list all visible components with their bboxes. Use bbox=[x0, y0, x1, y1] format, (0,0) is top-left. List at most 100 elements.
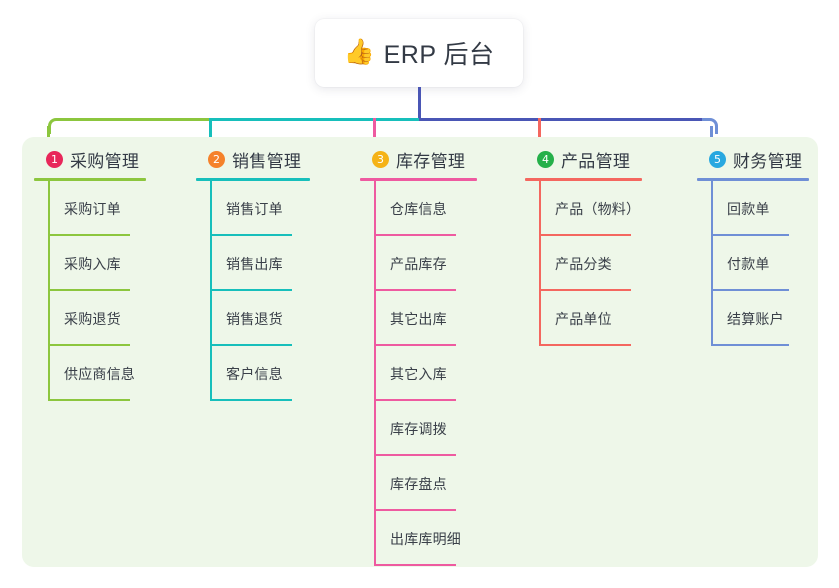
leaf-item[interactable]: 付款单 bbox=[697, 236, 809, 291]
leaf-underline bbox=[539, 289, 631, 291]
leaf-item[interactable]: 销售退货 bbox=[196, 291, 310, 346]
leaf-item[interactable]: 销售出库 bbox=[196, 236, 310, 291]
leaf-item[interactable]: 产品（物料） bbox=[525, 181, 642, 236]
leaf-item[interactable]: 客户信息 bbox=[196, 346, 310, 401]
leaf-item[interactable]: 回款单 bbox=[697, 181, 809, 236]
leaf-item[interactable]: 出库库明细 bbox=[360, 511, 477, 566]
leaf-item[interactable]: 产品库存 bbox=[360, 236, 477, 291]
leaf-item[interactable]: 库存调拨 bbox=[360, 401, 477, 456]
leaf-label: 供应商信息 bbox=[64, 366, 135, 382]
leaf-label: 销售订单 bbox=[226, 201, 283, 217]
root-node[interactable]: 👍 ERP 后台 bbox=[315, 19, 523, 87]
leaf-label: 付款单 bbox=[727, 256, 770, 272]
leaf-underline bbox=[48, 344, 130, 346]
branch-underline bbox=[697, 178, 809, 181]
leaf-label: 产品单位 bbox=[555, 311, 612, 327]
bus-drop-3 bbox=[373, 118, 376, 151]
leaf-item[interactable]: 产品分类 bbox=[525, 236, 642, 291]
leaf-item[interactable]: 供应商信息 bbox=[34, 346, 146, 401]
leaf-item[interactable]: 采购订单 bbox=[34, 181, 146, 236]
branch-items: 销售订单销售出库销售退货客户信息 bbox=[196, 181, 310, 401]
leaf-underline bbox=[374, 289, 456, 291]
branch-number-badge: 5 bbox=[709, 150, 726, 168]
leaf-underline bbox=[48, 399, 130, 401]
branch-number-badge: 1 bbox=[46, 150, 63, 168]
leaf-label: 采购入库 bbox=[64, 256, 121, 272]
branch-column-4: 4 产品管理产品（物料） 产品分类产品单位 bbox=[525, 146, 642, 346]
branch-column-1: 1 采购管理采购订单采购入库采购退货供应商信息 bbox=[34, 146, 146, 401]
leaf-underline bbox=[48, 234, 130, 236]
leaf-underline bbox=[539, 234, 631, 236]
leaf-label: 结算账户 bbox=[727, 311, 784, 327]
thumbs-up-icon: 👍 bbox=[343, 37, 375, 66]
branch-column-5: 5 财务管理回款单付款单结算账户 bbox=[697, 146, 809, 346]
branch-spine bbox=[374, 181, 376, 566]
leaf-item[interactable]: 其它入库 bbox=[360, 346, 477, 401]
leaf-label: 采购订单 bbox=[64, 201, 121, 217]
branch-items: 仓库信息产品库存其它出库其它入库库存调拨库存盘点出库库明细 bbox=[360, 181, 477, 566]
branch-header-4[interactable]: 4 产品管理 bbox=[525, 146, 642, 172]
branch-items: 回款单付款单结算账户 bbox=[697, 181, 809, 346]
leaf-item[interactable]: 采购退货 bbox=[34, 291, 146, 346]
branch-items: 采购订单采购入库采购退货供应商信息 bbox=[34, 181, 146, 401]
branch-spine bbox=[711, 181, 713, 346]
root-trunk bbox=[418, 87, 421, 121]
branch-number-badge: 3 bbox=[372, 150, 389, 168]
leaf-item[interactable]: 仓库信息 bbox=[360, 181, 477, 236]
branch-spine bbox=[210, 181, 212, 401]
leaf-underline bbox=[374, 564, 456, 566]
branch-header-5[interactable]: 5 财务管理 bbox=[697, 146, 809, 172]
leaf-label: 库存调拨 bbox=[390, 421, 447, 437]
leaf-label: 采购退货 bbox=[64, 311, 121, 327]
leaf-underline bbox=[711, 344, 789, 346]
bus-segment-1 bbox=[56, 118, 210, 121]
leaf-underline bbox=[711, 234, 789, 236]
branch-number-badge: 2 bbox=[208, 150, 225, 168]
bus-drop-4 bbox=[538, 118, 541, 151]
branch-header-1[interactable]: 1 采购管理 bbox=[34, 146, 146, 172]
bus-segment-2 bbox=[210, 118, 419, 121]
branch-title: 采购管理 bbox=[70, 151, 140, 171]
branch-title: 产品管理 bbox=[561, 151, 631, 171]
leaf-label: 其它入库 bbox=[390, 366, 447, 382]
leaf-label: 销售退货 bbox=[226, 311, 283, 327]
branch-spine bbox=[48, 181, 50, 401]
leaf-label: 产品（物料） bbox=[555, 201, 641, 217]
leaf-underline bbox=[48, 289, 130, 291]
bus-segment-3 bbox=[419, 118, 703, 121]
branch-underline bbox=[196, 178, 310, 181]
branch-underline bbox=[360, 178, 477, 181]
leaf-underline bbox=[210, 344, 292, 346]
leaf-item[interactable]: 采购入库 bbox=[34, 236, 146, 291]
leaf-underline bbox=[374, 454, 456, 456]
branch-title: 库存管理 bbox=[396, 151, 466, 171]
leaf-label: 库存盘点 bbox=[390, 476, 447, 492]
leaf-item[interactable]: 销售订单 bbox=[196, 181, 310, 236]
branch-title: 财务管理 bbox=[733, 151, 803, 171]
branch-column-3: 3 库存管理仓库信息产品库存其它出库其它入库库存调拨库存盘点出库库明细 bbox=[360, 146, 477, 566]
leaf-label: 产品分类 bbox=[555, 256, 612, 272]
leaf-label: 其它出库 bbox=[390, 311, 447, 327]
leaf-item[interactable]: 结算账户 bbox=[697, 291, 809, 346]
leaf-label: 产品库存 bbox=[390, 256, 447, 272]
branch-number-badge: 4 bbox=[537, 150, 554, 168]
leaf-underline bbox=[539, 344, 631, 346]
leaf-label: 销售出库 bbox=[226, 256, 283, 272]
leaf-label: 回款单 bbox=[727, 201, 770, 217]
leaf-underline bbox=[374, 399, 456, 401]
branch-header-3[interactable]: 3 库存管理 bbox=[360, 146, 477, 172]
leaf-label: 客户信息 bbox=[226, 366, 283, 382]
leaf-item[interactable]: 库存盘点 bbox=[360, 456, 477, 511]
leaf-label: 出库库明细 bbox=[390, 531, 461, 547]
leaf-underline bbox=[210, 399, 292, 401]
bus-elbow-left bbox=[48, 118, 64, 134]
bus-elbow-right bbox=[702, 118, 718, 134]
leaf-item[interactable]: 产品单位 bbox=[525, 291, 642, 346]
bus-drop-2 bbox=[209, 118, 212, 151]
leaf-underline bbox=[374, 234, 456, 236]
leaf-item[interactable]: 其它出库 bbox=[360, 291, 477, 346]
root-title: ERP 后台 bbox=[383, 41, 495, 69]
